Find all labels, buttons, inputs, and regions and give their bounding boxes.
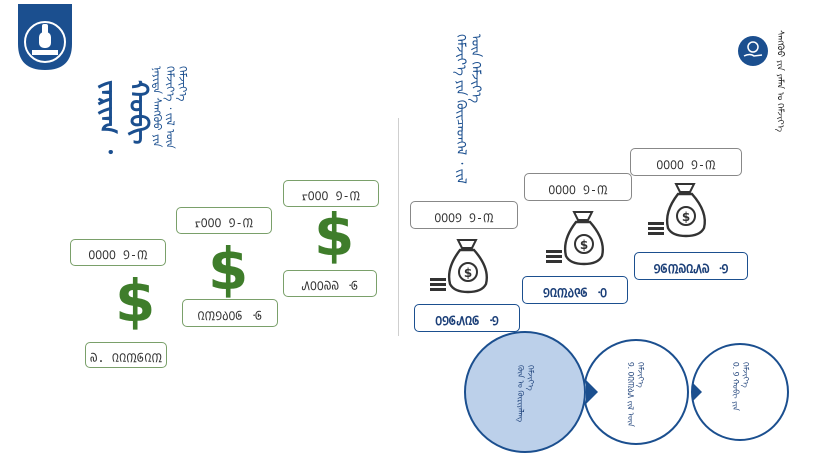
left-label-2: ᠷ᠐᠐᠐ ᠑-᠓	[176, 207, 272, 234]
money-bag-icon: $	[648, 183, 706, 238]
dollar-icon: $	[208, 235, 249, 303]
svg-text:$: $	[580, 238, 588, 252]
flow-circles	[464, 331, 789, 453]
monument-emblem-icon	[18, 4, 72, 70]
left-heading: ᠵᠠᠷᠢᠭ ᠂ ᠬᠤᠪᠢ	[92, 80, 153, 154]
circle-step-2: ᠑. ᠐᠒᠓᠔᠕ ᠵᠢᠯ ᠦᠨ ᠬᠡᠮᠵᠢᠶ᠎ᠡ	[590, 350, 680, 440]
top-right-text: ᠰᠠᠩᠬᠦᠦ ᠶᠢᠨ ᠶᠠᠮᠠᠨ ᠤ ᠬᠡᠮᠵᠢᠶ᠎ᠡ	[774, 30, 785, 133]
right-value-2: ᠑᠒᠓᠔᠙᠖ ᠂᠐	[522, 276, 628, 304]
circle-step-3: ᠐. ᠑ ᠬᠤᠪᠢ ᠶᠢᠨ ᠬᠡᠮᠵᠢᠶ᠎ᠡ	[696, 352, 784, 438]
left-value-1: ᠗. ᠒᠒᠓᠖᠒᠓	[85, 342, 167, 368]
left-subtitle: ᠨᠡᠶᠢᠲᠡ ᠰᠠᠩᠬᠦᠦ ᠶᠢᠨ ᠬᠡᠮᠵᠢᠶ᠎ᠡ ᠂ ᠵᠢᠯ ᠦᠨ ᠬᠡᠮᠵ…	[150, 66, 189, 149]
circle-step-1-text: ᠬᠦᠨ ᠤ ᠬᠦᠷᠢᠶᠡᠯᠡᠩ ᠬᠡᠮᠵᠢᠶ᠎ᠡ	[516, 365, 535, 423]
right-heading: ᠬᠡᠮᠵᠢᠶ᠎ᠡ ᠶᠢᠨ ᠭᠦᠢᠴᠡᠳᠬᠡᠯ ᠂ ᠵᠢᠯ ᠦᠨ ᠬᠡᠮᠵᠢᠶ᠎ᠡ	[452, 34, 483, 184]
svg-text:$: $	[464, 266, 472, 280]
section-divider	[398, 118, 399, 336]
right-label-3: ᠐᠐᠐᠐ ᠑-᠓	[630, 148, 742, 176]
money-bag-icon: $	[430, 239, 488, 294]
circle-step-3-text: ᠐. ᠑ ᠬᠤᠪᠢ ᠶᠢᠨ ᠬᠡᠮᠵᠢᠶ᠎ᠡ	[731, 362, 750, 411]
logo-emblem	[18, 4, 72, 70]
right-label-2: ᠐᠐᠐᠐ ᠑-᠓	[524, 173, 632, 201]
right-value-3: ᠑᠖᠓᠗᠒᠕᠗ ᠂᠑	[634, 252, 748, 280]
left-label-3: ᠷ᠐᠐᠐ ᠑-᠓	[283, 180, 379, 207]
left-label-1: ᠐᠐᠐᠐ ᠑-᠓	[70, 239, 166, 266]
right-value-1: ᠐᠑᠖᠕᠒᠖ ᠂᠑	[414, 304, 520, 332]
circle-step-1: ᠬᠦᠨ ᠤ ᠬᠦᠷᠢᠶᠡᠯᠡᠩ ᠬᠡᠮᠵᠢᠶ᠎ᠡ	[470, 350, 580, 440]
circle-step-2-text: ᠑. ᠐᠒᠓᠔᠕ ᠵᠢᠯ ᠦᠨ ᠬᠡᠮᠵᠢᠶ᠎ᠡ	[626, 362, 645, 427]
hand-coin-icon	[738, 36, 768, 66]
left-value-3: ᠕᠐᠐᠗᠗ ᠂᠖	[283, 270, 377, 297]
dollar-icon: $	[314, 201, 355, 269]
money-bag-icon: $	[546, 211, 604, 266]
right-label-1: ᠐᠐᠐᠑ ᠑-᠓	[410, 201, 518, 229]
svg-text:$: $	[682, 210, 690, 224]
left-value-2: ᠒᠓᠑᠔᠐᠖ ᠂᠖	[182, 299, 278, 327]
dollar-icon: $	[115, 267, 156, 335]
